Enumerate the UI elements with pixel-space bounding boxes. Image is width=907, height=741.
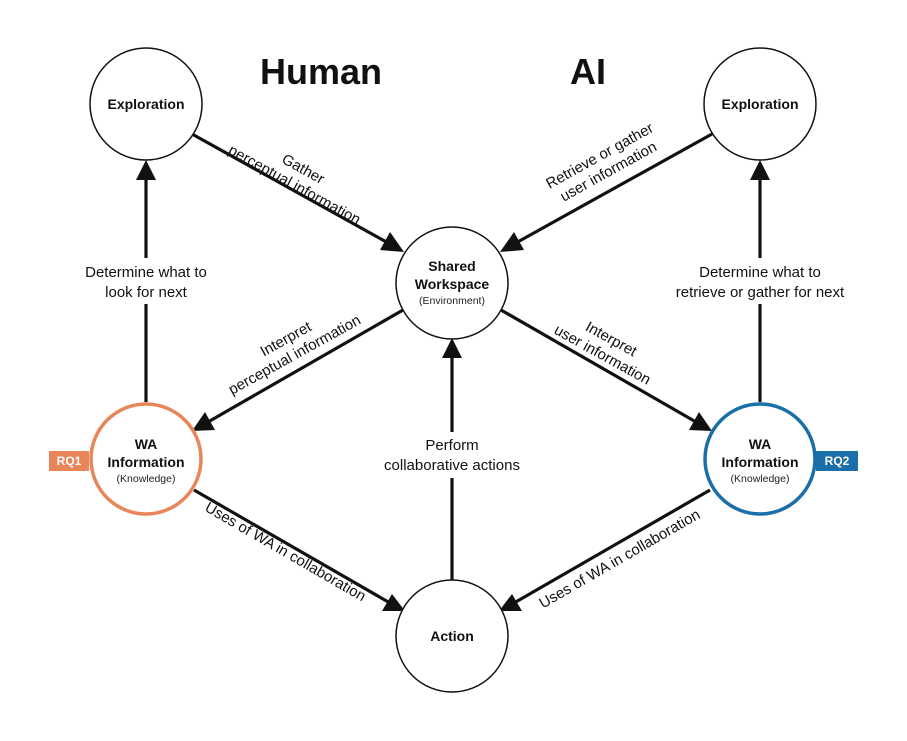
node-shared-title-2: Workspace (415, 276, 490, 292)
badge-rq1-text: RQ1 (57, 454, 82, 468)
edge-labels: Gather perceptual information Retrieve o… (68, 120, 848, 612)
label-human-interpret: Interpret perceptual information (226, 312, 364, 399)
edge-ai-retrieve (513, 132, 713, 246)
node-shared-workspace: Shared Workspace (Environment) (395, 226, 509, 340)
badge-rq2-text: RQ2 (825, 454, 850, 468)
node-wa-ai: WA Information (Knowledge) (703, 402, 817, 516)
node-wa-human-title-2: Information (108, 454, 185, 470)
svg-text:Perform: Perform (425, 437, 478, 454)
badge-rq1: RQ1 (49, 451, 89, 471)
node-wa-human-subtitle: (Knowledge) (117, 473, 176, 485)
node-exploration-ai-title: Exploration (721, 96, 798, 112)
node-shared-title-1: Shared (428, 258, 475, 274)
label-ai-uses: Uses of WA in collaboration (536, 506, 703, 612)
arrowheads (136, 160, 770, 611)
wa-human-ring (89, 402, 203, 516)
arrowhead-exploration-human (136, 160, 156, 180)
node-wa-human-title-1: WA (135, 436, 158, 452)
label-ai-determine: Determine what to retrieve or gather for… (676, 264, 845, 301)
arrowhead-shared-from-human (380, 232, 404, 252)
node-wa-ai-title-2: Information (722, 454, 799, 470)
node-action: Action (395, 579, 509, 693)
svg-text:Uses of WA in collaboration: Uses of WA in collaboration (536, 506, 703, 612)
svg-text:Determine what to: Determine what to (699, 264, 821, 281)
wa-ai-ring (703, 402, 817, 516)
heading-ai: AI (570, 51, 606, 92)
edge-human-uses (193, 488, 391, 605)
arrowhead-action-from-human (382, 594, 405, 611)
node-wa-ai-subtitle: (Knowledge) (731, 473, 790, 485)
arrowhead-action-from-ai (499, 594, 522, 611)
label-human-determine: Determine what to look for next (85, 264, 207, 301)
arrowhead-wa-human (192, 412, 215, 431)
svg-text:Uses of WA in collaboration: Uses of WA in collaboration (202, 499, 369, 605)
label-perform: Perform collaborative actions (384, 437, 520, 474)
edge-ai-uses (513, 488, 711, 605)
svg-text:look for next: look for next (105, 284, 188, 301)
edge-ai-interpret (500, 308, 697, 424)
arrowhead-wa-ai (689, 412, 712, 431)
svg-text:retrieve or gather for next: retrieve or gather for next (676, 284, 845, 301)
arrowhead-shared-from-ai (500, 232, 524, 252)
node-exploration-ai: Exploration (703, 47, 817, 161)
label-human-uses: Uses of WA in collaboration (202, 499, 369, 605)
heading-human: Human (260, 51, 382, 92)
edge-human-gather (191, 132, 391, 246)
arrowhead-exploration-ai (750, 160, 770, 180)
node-exploration-human: Exploration (89, 47, 203, 161)
arrowhead-shared-from-action (442, 338, 462, 358)
node-shared-subtitle: (Environment) (419, 295, 485, 307)
node-wa-human: WA Information (Knowledge) (89, 402, 203, 516)
node-exploration-human-title: Exploration (107, 96, 184, 112)
edge-human-interpret (207, 308, 404, 424)
svg-text:Determine what to: Determine what to (85, 264, 207, 281)
svg-text:collaborative actions: collaborative actions (384, 457, 520, 474)
edges (144, 132, 762, 605)
node-action-title: Action (430, 628, 474, 644)
node-wa-ai-title-1: WA (749, 436, 772, 452)
badge-rq2: RQ2 (816, 451, 858, 471)
label-human-gather: Gather perceptual information (225, 142, 363, 229)
